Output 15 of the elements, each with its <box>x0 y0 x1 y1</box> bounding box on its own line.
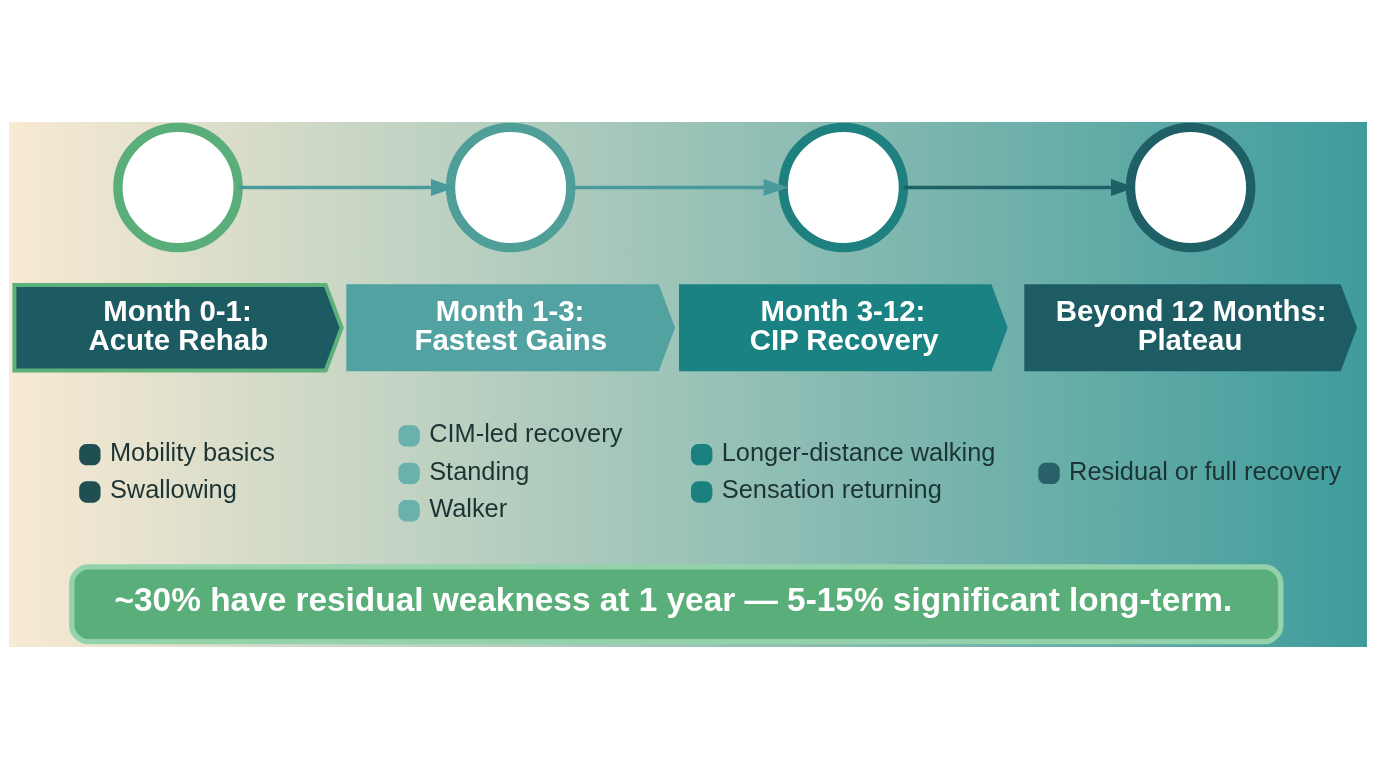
node-circle <box>113 122 243 252</box>
node-label: Standing <box>429 456 530 485</box>
node-circle <box>778 122 909 252</box>
arrow <box>571 178 788 196</box>
node-label: Swallowing <box>109 474 237 503</box>
node-label: CIM-led recovery <box>429 418 623 447</box>
arrow <box>903 178 1136 196</box>
node-label: Mobility basics <box>109 437 275 466</box>
node-label: Walker <box>429 493 508 522</box>
node-box: ~30% have residual weakness at 1 year — 5-15% significant long-term. <box>69 563 1284 644</box>
node-label: Sensation returning <box>721 474 942 503</box>
node-circle <box>445 122 576 252</box>
node-label: Longer-distance walking <box>721 437 996 466</box>
node-circle <box>1125 122 1256 252</box>
node-label: Residual or full recovery <box>1069 456 1342 485</box>
